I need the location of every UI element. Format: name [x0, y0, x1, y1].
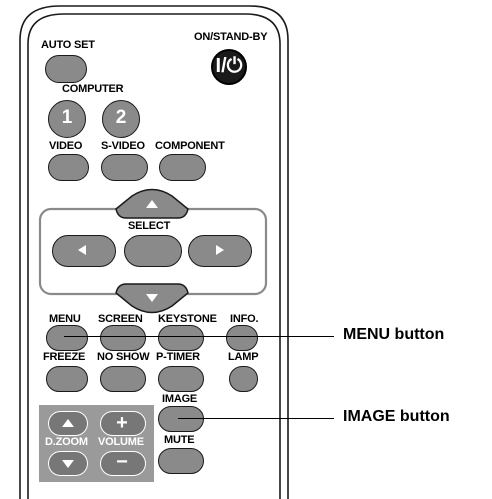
info-label: INFO.: [230, 313, 259, 325]
select-label: SELECT: [128, 220, 171, 232]
mute-label: MUTE: [164, 434, 195, 446]
image-button[interactable]: [158, 406, 204, 432]
left-arrow-icon: [78, 245, 86, 255]
computer-2-button[interactable]: 2: [102, 100, 140, 138]
plus-icon: +: [116, 412, 128, 434]
auto-set-button[interactable]: [45, 55, 87, 83]
p-timer-label: P-TIMER: [156, 351, 200, 363]
s-video-label: S-VIDEO: [101, 140, 145, 152]
screen-button[interactable]: [100, 325, 146, 351]
volume-label: VOLUME: [98, 436, 144, 448]
image-leader-line: [178, 418, 334, 419]
mute-button[interactable]: [158, 448, 204, 474]
keystone-button[interactable]: [158, 325, 204, 351]
component-button[interactable]: [159, 154, 206, 181]
lamp-label: LAMP: [228, 351, 259, 363]
menu-button-callout: MENU button: [343, 326, 445, 343]
menu-label: MENU: [49, 313, 81, 325]
power-button[interactable]: I/⏻: [211, 49, 247, 85]
zoom-up-icon: [62, 419, 74, 427]
volume-down-button[interactable]: −: [100, 451, 146, 476]
down-arrow-icon: [146, 294, 158, 302]
right-arrow-button[interactable]: [188, 235, 252, 267]
volume-up-button[interactable]: +: [100, 411, 146, 436]
d-zoom-up-button[interactable]: [48, 411, 88, 436]
lamp-button[interactable]: [229, 366, 258, 392]
menu-leader-line: [64, 336, 334, 337]
d-zoom-down-button[interactable]: [48, 451, 88, 476]
keystone-label: KEYSTONE: [158, 313, 217, 325]
freeze-button[interactable]: [46, 366, 88, 392]
info-button[interactable]: [226, 325, 258, 351]
p-timer-button[interactable]: [158, 366, 204, 392]
zoom-down-icon: [62, 460, 74, 468]
no-show-button[interactable]: [100, 366, 146, 392]
right-arrow-icon: [216, 245, 224, 255]
up-arrow-icon: [146, 200, 158, 208]
image-label: IMAGE: [162, 393, 198, 405]
select-button[interactable]: [124, 235, 182, 267]
computer-1-text: 1: [61, 107, 73, 128]
computer-2-text: 2: [115, 107, 127, 128]
no-show-label: NO SHOW: [97, 351, 150, 363]
d-zoom-label: D.ZOOM: [45, 436, 88, 448]
video-label: VIDEO: [49, 140, 83, 152]
on-standby-label: ON/STAND-BY: [194, 31, 268, 43]
computer-1-button[interactable]: 1: [48, 100, 86, 138]
menu-button[interactable]: [46, 325, 88, 351]
image-button-callout: IMAGE button: [343, 408, 450, 425]
video-button[interactable]: [48, 154, 89, 181]
power-icon: I/⏻: [215, 55, 243, 77]
left-arrow-button[interactable]: [52, 235, 116, 267]
s-video-button[interactable]: [101, 154, 148, 181]
component-label: COMPONENT: [155, 140, 225, 152]
computer-label: COMPUTER: [62, 83, 124, 95]
freeze-label: FREEZE: [43, 351, 86, 363]
auto-set-label: AUTO SET: [41, 39, 95, 51]
screen-label: SCREEN: [98, 313, 143, 325]
minus-icon: −: [116, 451, 128, 473]
